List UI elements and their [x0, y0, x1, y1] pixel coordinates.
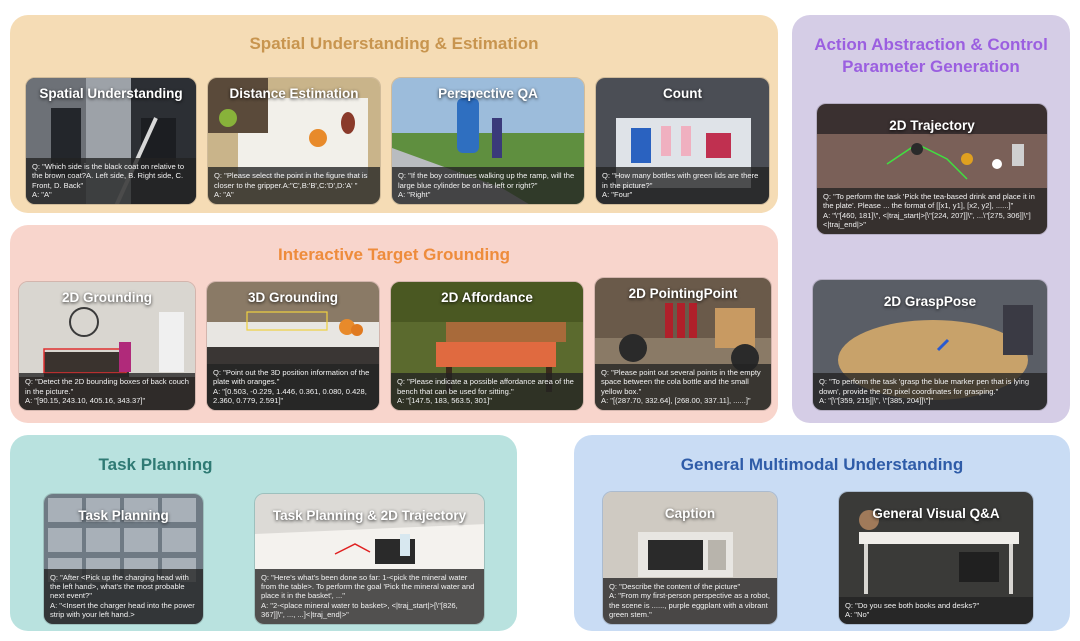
qa-box: Q: "Which side is the black coat on rela…: [26, 158, 196, 204]
qa-box: Q: "To perform the task 'Pick the tea-ba…: [817, 188, 1047, 234]
question-text: Q: "Describe the content of the picture": [609, 582, 741, 591]
card-title: Task Planning & 2D Trajectory: [272, 508, 467, 523]
answer-text: A: "Right": [398, 189, 431, 199]
panel-task-planning: Task Planning Task Planning Q: "After <P…: [10, 435, 517, 631]
question-text: Q: "After <Pick up the charging head wit…: [50, 572, 189, 601]
card-2d-trajectory: 2D Trajectory Q: "To perform the task 'P…: [816, 103, 1048, 235]
answer-text: A: "From my first-person perspective as …: [609, 591, 770, 619]
card-task-planning-2d-trajectory: Task Planning & 2D Trajectory Q: "Here's…: [254, 493, 485, 625]
question-text: Q: "Please indicate a possible affordanc…: [397, 377, 574, 396]
card-title: Caption: [664, 506, 716, 521]
qa-box: Q: "How many bottles with green lids are…: [596, 167, 769, 204]
question-text: Q: "Please point out several points in t…: [601, 368, 761, 396]
card-title: Count: [663, 86, 702, 101]
qa-box: Q: "After <Pick up the charging head wit…: [44, 568, 203, 624]
qa-box: Q: "Describe the content of the picture"…: [603, 578, 777, 624]
card-2d-grasppose: 2D GraspPose Q: "To perform the task 'gr…: [812, 279, 1048, 411]
card-3d-grounding: 3D Grounding Q: "Point out the 3D positi…: [206, 281, 380, 411]
qa-box: Q: "Point out the 3D position informatio…: [207, 364, 379, 410]
question-text: Q: "To perform the task 'grasp the blue …: [819, 377, 1030, 396]
card-title: 2D Affordance: [441, 290, 533, 305]
panel-general-multimodal: General Multimodal Understanding Caption…: [574, 435, 1070, 631]
qa-box: Q: "Please point out several points in t…: [595, 364, 771, 410]
question-text: Q: "Which side is the black coat on rela…: [32, 162, 185, 190]
panel-title-line2: Parameter Generation: [842, 57, 1020, 76]
panel-title: Spatial Understanding & Estimation: [249, 34, 539, 53]
question-text: Q: "If the boy continues walking up the …: [398, 171, 575, 190]
qa-box: Q: "To perform the task 'grasp the blue …: [813, 373, 1047, 410]
panel-title-line1: Action Abstraction & Control: [814, 35, 1048, 54]
card-title: Distance Estimation: [229, 86, 359, 101]
card-title: Task Planning: [78, 508, 169, 523]
card-general-visual-qa: General Visual Q&A Q: "Do you see both b…: [838, 491, 1034, 625]
card-count: Count Q: "How many bottles with green li…: [595, 77, 770, 205]
answer-text: A: "[90.15, 243.10, 405.16, 343.37]": [25, 395, 146, 405]
card-title: 3D Grounding: [248, 290, 338, 305]
answer-text: A: "A": [32, 189, 52, 199]
question-text: Q: "Detect the 2D bounding boxes of back…: [25, 377, 189, 396]
question-text: Q: "Here's what's been done so far: 1-<p…: [261, 572, 475, 601]
qa-box: Q: "If the boy continues walking up the …: [392, 167, 584, 204]
card-task-planning: Task Planning Q: "After <Pick up the cha…: [43, 493, 204, 625]
answer-text: A: "Four": [602, 189, 633, 199]
question-text: Q: "How many bottles with green lids are…: [602, 171, 759, 190]
card-2d-pointingpoint: 2D PointingPoint Q: "Please point out se…: [594, 277, 772, 411]
card-title: 2D Trajectory: [889, 118, 975, 133]
answer-text: A: "[147.5, 183, 563.5, 301]": [397, 395, 492, 405]
answer-text: A: "[0.503, -0.229, 1.446, 0.361, 0.080,…: [213, 386, 367, 405]
answer-text: A: "<Insert the charger head into the po…: [50, 600, 195, 619]
card-2d-affordance: 2D Affordance Q: "Please indicate a poss…: [390, 281, 584, 411]
card-title: General Visual Q&A: [872, 506, 1000, 521]
card-2d-grounding: 2D Grounding Q: "Detect the 2D bounding …: [18, 281, 196, 411]
question-text: Q: "To perform the task 'Pick the tea-ba…: [823, 192, 1035, 211]
answer-text: A: "No": [845, 609, 870, 619]
card-perspective-qa: Perspective QA Q: "If the boy continues …: [391, 77, 585, 205]
panel-target-grounding: Interactive Target Grounding 2D Groundin…: [10, 225, 778, 423]
panel-title: Interactive Target Grounding: [277, 245, 511, 264]
card-title: 2D GraspPose: [883, 294, 977, 309]
card-title: Perspective QA: [438, 86, 538, 101]
question-text: Q: "Do you see both books and desks?": [845, 600, 980, 610]
qa-box: Q: "Do you see both books and desks?" A:…: [839, 596, 1033, 624]
card-distance-estimation: Distance Estimation Q: "Please select th…: [207, 77, 381, 205]
card-title: 2D Grounding: [62, 290, 152, 305]
question-text: Q: "Please select the point in the figur…: [214, 171, 368, 190]
answer-text: A: "[\"[359, 215]]\", \"[385, 204]]\"]": [819, 395, 934, 405]
qa-box: Q: "Detect the 2D bounding boxes of back…: [19, 373, 195, 410]
panel-spatial-understanding: Spatial Understanding & Estimation Spati…: [10, 15, 778, 213]
answer-text: A: "[(287.70, 332.64], [268.00, 337.11],…: [601, 395, 751, 405]
card-spatial-understanding: Spatial Understanding Q: "Which side is …: [25, 77, 197, 205]
answer-text: A: "\"[460, 181]\", <|traj_start|>[\"[22…: [823, 210, 1031, 229]
answer-text: A: "A": [214, 189, 234, 199]
qa-box: Q: "Here's what's been done so far: 1-<p…: [255, 568, 484, 624]
qa-box: Q: "Please select the point in the figur…: [208, 167, 380, 204]
panel-action-abstraction: Action Abstraction & Control Parameter G…: [792, 15, 1070, 423]
card-title: 2D PointingPoint: [628, 286, 738, 301]
answer-text: A: "2-<place mineral water to basket>, <…: [261, 600, 458, 619]
panel-title: Task Planning: [98, 455, 213, 474]
panel-title: General Multimodal Understanding: [680, 455, 964, 474]
card-caption: Caption Q: "Describe the content of the …: [602, 491, 778, 625]
qa-box: Q: "Please indicate a possible affordanc…: [391, 373, 583, 410]
question-text: Q: "Point out the 3D position informatio…: [213, 368, 370, 387]
card-title: Spatial Understanding: [39, 86, 183, 101]
